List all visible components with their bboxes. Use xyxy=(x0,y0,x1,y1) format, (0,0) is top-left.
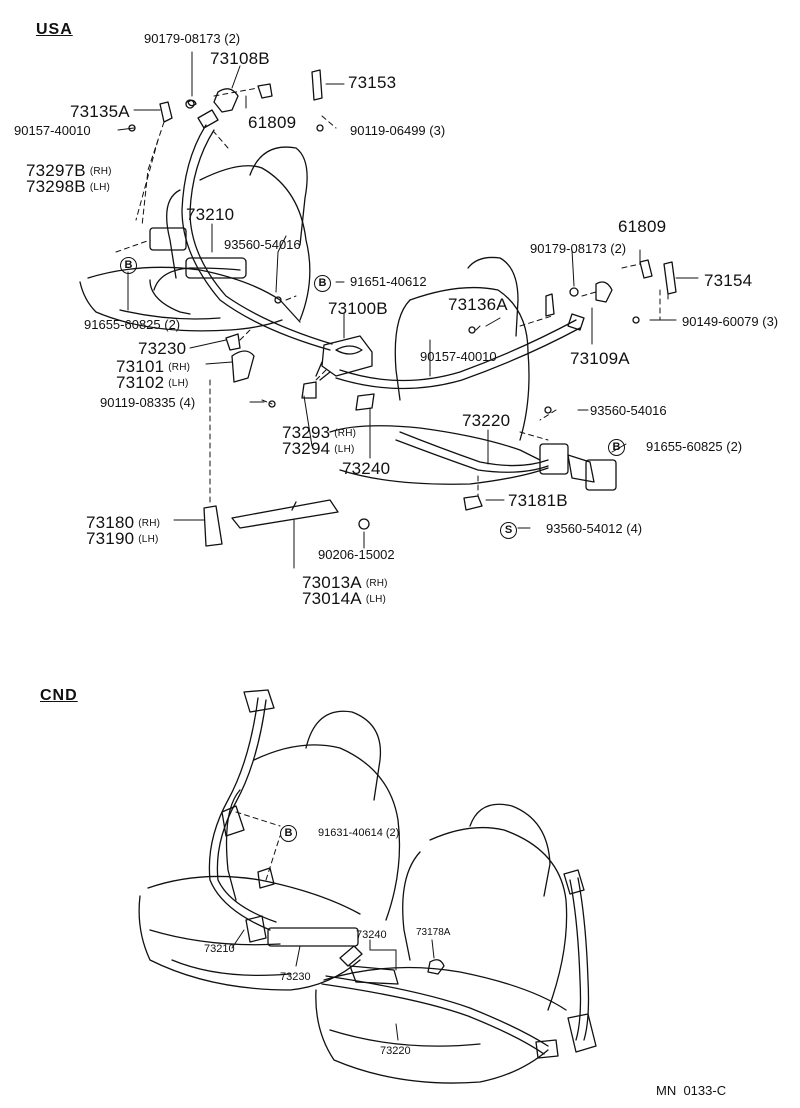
label-73136A: 73136A xyxy=(448,295,508,314)
usa-right-seat xyxy=(329,256,549,485)
label-73014A: 73014A(LH) xyxy=(302,589,387,608)
label-73190: 73190(LH) xyxy=(86,529,159,548)
usa-left-seat xyxy=(79,146,311,332)
label-73240: 73240 xyxy=(342,459,391,478)
label-90119-08335: 90119-08335 (4) xyxy=(100,395,196,410)
label-91655-60825-left: 91655-60825 (2) xyxy=(84,317,181,332)
label-73109A: 73109A xyxy=(570,349,630,368)
label-90179-08173-right: 90179-08173 (2) xyxy=(530,241,627,256)
circle-b-cnd: B xyxy=(280,824,297,842)
label-90157-40010-left: 90157-40010 xyxy=(14,123,91,138)
label-73297B: 73297B(RH) xyxy=(26,161,112,180)
label-61809-top: 61809 xyxy=(248,113,297,132)
diagram-code: MN 0133-C xyxy=(656,1083,727,1098)
label-90149-60079: 90149-60079 (3) xyxy=(682,314,779,329)
label-73210: 73210 xyxy=(186,205,235,224)
cnd-dashed-lines xyxy=(235,811,281,881)
cnd-left-seat xyxy=(138,710,401,991)
label-90206-15002: 90206-15002 xyxy=(318,547,395,562)
label-73135A: 73135A xyxy=(70,102,130,121)
circle-b-retractor: B xyxy=(314,274,331,292)
label-73100B: 73100B xyxy=(328,299,388,318)
label-93560-54016-left: 93560-54016 xyxy=(224,237,301,252)
label-73293: 73293(RH) xyxy=(282,423,357,442)
label-73230: 73230 xyxy=(138,339,187,358)
usa-dashed-lines xyxy=(115,87,669,507)
label-93560-54012: 93560-54012 (4) xyxy=(546,521,643,536)
label-cnd-73220: 73220 xyxy=(380,1045,411,1057)
label-73102: 73102(LH) xyxy=(116,373,189,392)
usa-left-belt xyxy=(149,109,333,351)
label-cnd-73240: 73240 xyxy=(356,929,387,941)
circle-b-left: B xyxy=(120,256,137,274)
label-61809-right: 61809 xyxy=(618,217,667,236)
label-73108B: 73108B xyxy=(210,49,270,68)
cnd-belts xyxy=(208,689,597,1059)
usa-hardware xyxy=(128,69,677,547)
usa-leader-lines xyxy=(117,51,699,569)
label-cnd-73210: 73210 xyxy=(204,943,235,955)
label-73181B: 73181B xyxy=(508,491,568,510)
section-cnd: CND xyxy=(40,687,78,704)
label-91651-40612: 91651-40612 xyxy=(350,274,427,289)
label-73294: 73294(LH) xyxy=(282,439,355,458)
cnd-right-seat xyxy=(315,803,568,1084)
section-usa: USA xyxy=(36,21,73,38)
label-73013A: 73013A(RH) xyxy=(302,573,388,592)
label-73153: 73153 xyxy=(348,73,397,92)
label-cnd-73230: 73230 xyxy=(280,971,311,983)
cnd-leader-lines xyxy=(231,929,435,1041)
label-73101: 73101(RH) xyxy=(116,357,191,376)
label-73220: 73220 xyxy=(462,411,511,430)
label-91655-60825-right: 91655-60825 (2) xyxy=(646,439,743,454)
label-73154: 73154 xyxy=(704,271,753,290)
label-90179-08173-top: 90179-08173 (2) xyxy=(144,31,241,46)
label-90157-40010-right: 90157-40010 xyxy=(420,349,497,364)
label-73180: 73180(RH) xyxy=(86,513,161,532)
usa-right-belt xyxy=(335,313,617,491)
label-90119-06499: 90119-06499 (3) xyxy=(350,123,446,138)
label-73298B: 73298B(LH) xyxy=(26,177,111,196)
circle-b-right: B xyxy=(608,438,625,456)
label-93560-54016-right: 93560-54016 xyxy=(590,403,667,418)
circle-s: S xyxy=(500,521,517,539)
label-cnd-73178A: 73178A xyxy=(416,927,451,938)
label-cnd-91631-40614: 91631-40614 (2) xyxy=(318,827,400,839)
usa-retractor xyxy=(315,335,373,381)
